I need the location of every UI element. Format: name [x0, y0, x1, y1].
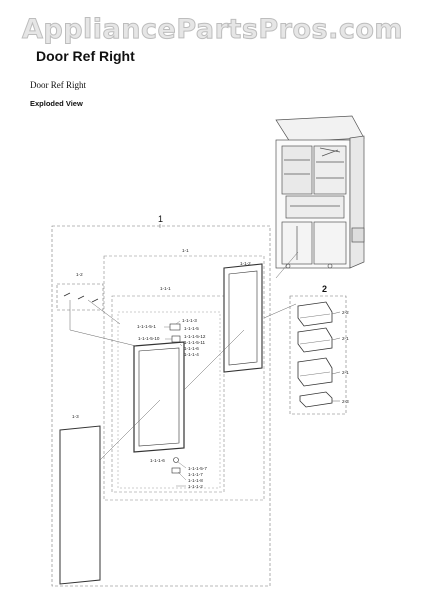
- door-bin-2-3: [299, 391, 333, 408]
- part-leaders: [164, 320, 187, 487]
- callout-1-1-1-5-7: 1-1-1-5-7: [188, 466, 207, 471]
- callout-1: 1: [158, 214, 163, 224]
- page-subtitle: Door Ref Right: [30, 80, 86, 90]
- door-gasket: [223, 263, 263, 373]
- hinge-parts: [63, 292, 99, 303]
- callout-1-1-1-4: 1-1-1-4: [184, 352, 199, 357]
- callout-2-2: 2-2: [342, 310, 349, 315]
- callout-2-3: 2-3: [342, 399, 349, 404]
- callout-1-2: 1-2: [76, 272, 83, 277]
- callout-1-1-1-7: 1-1-1-7: [188, 472, 203, 477]
- assembly-1-box: [51, 225, 271, 587]
- callout-2-1-a: 2-1: [342, 336, 349, 341]
- bins-box: [289, 295, 347, 415]
- callout-1-1-1-6: 1-1-1-6: [184, 346, 199, 351]
- door-bin-2-1a: [297, 327, 333, 353]
- callout-1-1-1-5: 1-1-1-5: [184, 326, 199, 331]
- callout-1-1-1-3: 1-1-1-3: [182, 318, 197, 323]
- door-bins: [289, 295, 347, 415]
- door-liner: [133, 323, 185, 474]
- callout-2-1-b: 2-1: [342, 370, 349, 375]
- callout-1-1-1-2: 1-1-1-2: [188, 484, 203, 489]
- view-label: Exploded View: [30, 99, 83, 108]
- door-bin-2-1b: [297, 357, 333, 387]
- assembly-1-1-1-box: [111, 295, 225, 493]
- callout-1-1-1: 1-1-1: [160, 286, 171, 291]
- page-title: Door Ref Right: [36, 48, 135, 64]
- watermark: AppliancePartsPros.com: [21, 14, 404, 46]
- callout-1-1-1-8: 1-1-1-8: [188, 478, 203, 483]
- hinge-kit-box: [56, 283, 104, 311]
- callout-1-1-1-6-lower: 1-1-1-6: [150, 458, 165, 463]
- assembly-1-1-box: [103, 255, 265, 501]
- exploding-lines: [69, 299, 297, 461]
- callout-1-1-1-5-12: 1-1-1-5-12: [184, 334, 206, 339]
- callout-1-1-2: 1-1-2: [240, 261, 251, 266]
- callout-1-1: 1-1: [182, 248, 189, 253]
- door-bin-2-2: [297, 301, 333, 327]
- callout-1-3: 1-3: [72, 414, 79, 419]
- assembly-inner-box: [117, 311, 221, 489]
- refrigerator-overview: [275, 115, 365, 269]
- callout-2: 2: [322, 284, 327, 294]
- outer-door-panel: [59, 425, 101, 585]
- callout-1-1-1-5-11: 1-1-1-5-11: [184, 340, 206, 345]
- leader-line: [275, 251, 299, 279]
- callout-1-1-1-5-10: 1-1-1-5-10: [138, 336, 160, 341]
- callout-1-1-1-5-1: 1-1-1-5-1: [137, 324, 156, 329]
